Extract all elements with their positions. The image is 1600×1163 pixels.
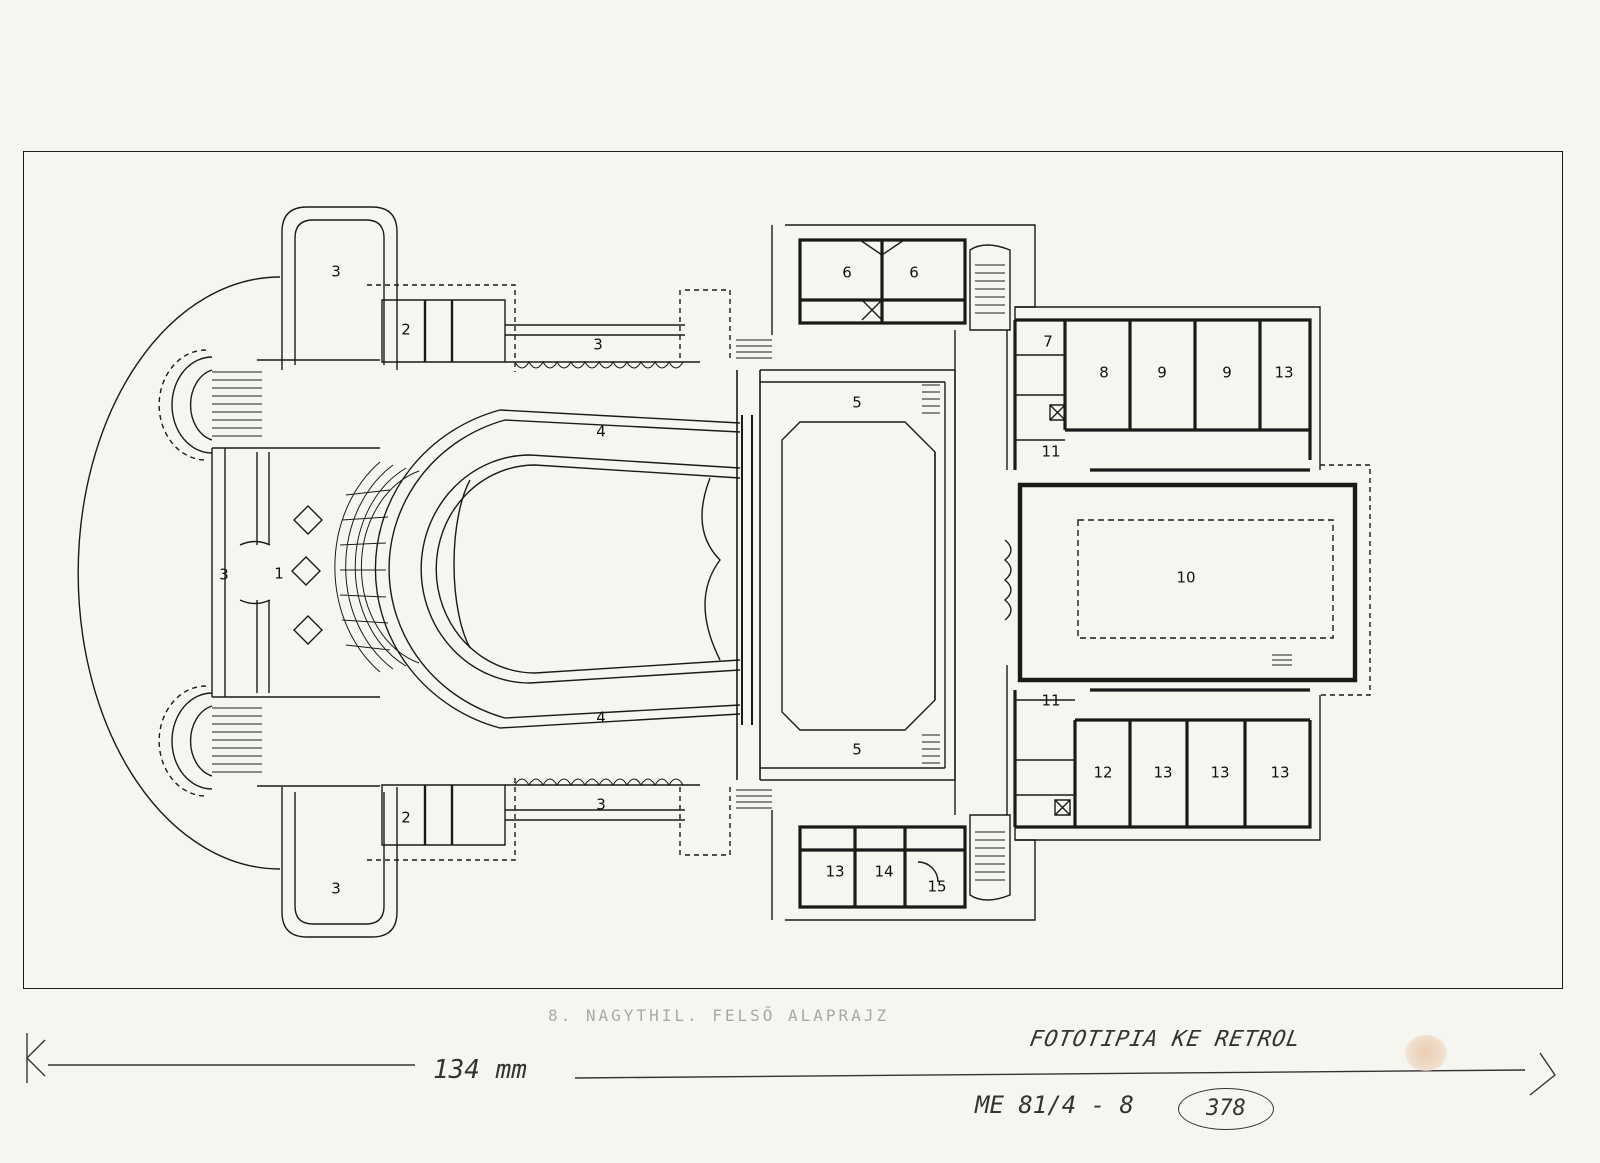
catalog-number: ME 81/4 - 8 <box>975 1091 1134 1119</box>
room-6a-label: 6 <box>842 264 852 282</box>
hall-inner-dashed <box>1077 519 1334 639</box>
room-3-left-label: 3 <box>219 566 229 584</box>
auditorium-outer <box>374 409 741 729</box>
room-13-b1-label: 13 <box>1153 764 1172 782</box>
photo-note: FOTOTIPIA KE RETROL <box>1027 1027 1303 1052</box>
room-9a-label: 9 <box>1157 364 1167 382</box>
stair-bay-top <box>171 356 213 454</box>
room-8-label: 8 <box>1099 364 1109 382</box>
lobby-outer <box>211 448 226 697</box>
room-7-label: 7 <box>1043 333 1053 351</box>
scale-note: 134 mm <box>433 1055 527 1085</box>
stage-octagon <box>781 421 936 731</box>
room-3-top-wing-label: 3 <box>331 263 341 281</box>
bottom-left-wing <box>281 787 398 938</box>
bottom-right-block <box>1015 695 1321 841</box>
room-11-top-label: 11 <box>1041 443 1060 461</box>
room-5-top-label: 5 <box>852 394 862 412</box>
top-right-block <box>1015 306 1321 470</box>
room-6b-label: 6 <box>909 264 919 282</box>
auditorium-inner <box>420 454 741 684</box>
left-apse <box>77 276 281 870</box>
room-14-label: 14 <box>874 863 893 881</box>
room-12-label: 12 <box>1093 764 1112 782</box>
pencil-caption: 8. NAGYTHIL. FELSŐ ALAPRAJZ <box>548 1006 890 1025</box>
plan-frame <box>23 151 1563 989</box>
rooms-6-walls <box>798 238 967 325</box>
room-10-label: 10 <box>1176 569 1195 587</box>
room-2-top-label: 2 <box>401 321 411 339</box>
paper-stain <box>1405 1035 1447 1071</box>
room-2-bottom-label: 2 <box>401 809 411 827</box>
diamond-2 <box>291 556 321 586</box>
room-1-label: 1 <box>274 565 284 583</box>
corridor-3-top <box>505 324 700 363</box>
room-13-b3-label: 13 <box>1270 764 1289 782</box>
room-3-top-corridor-label: 3 <box>593 336 603 354</box>
room-13-top-label: 13 <box>1274 364 1293 382</box>
rooms-13-14-15-walls <box>798 825 967 909</box>
room-13-b2-label: 13 <box>1210 764 1229 782</box>
room-15-label: 15 <box>927 878 946 896</box>
room-9b-label: 9 <box>1222 364 1232 382</box>
room-4-top-label: 4 <box>596 423 606 441</box>
room-13-bl-label: 13 <box>825 863 844 881</box>
room-4-bottom-label: 4 <box>596 709 606 727</box>
scale-line <box>26 1033 1556 1096</box>
room-5-bottom-label: 5 <box>852 741 862 759</box>
corridor-3-bottom <box>505 784 700 821</box>
room-2-bottom <box>381 784 506 846</box>
room-11-bottom-label: 11 <box>1041 692 1060 710</box>
stair-bay-bottom <box>171 692 213 790</box>
diamond-1 <box>293 505 323 535</box>
room-3-bottom-wing-label: 3 <box>331 880 341 898</box>
room-3-bottom-corridor-label: 3 <box>596 796 606 814</box>
top-left-wing <box>281 206 398 370</box>
rehearsal-hall <box>1017 482 1358 683</box>
diamond-3 <box>293 615 323 645</box>
folio-number: 378 <box>1178 1088 1274 1130</box>
